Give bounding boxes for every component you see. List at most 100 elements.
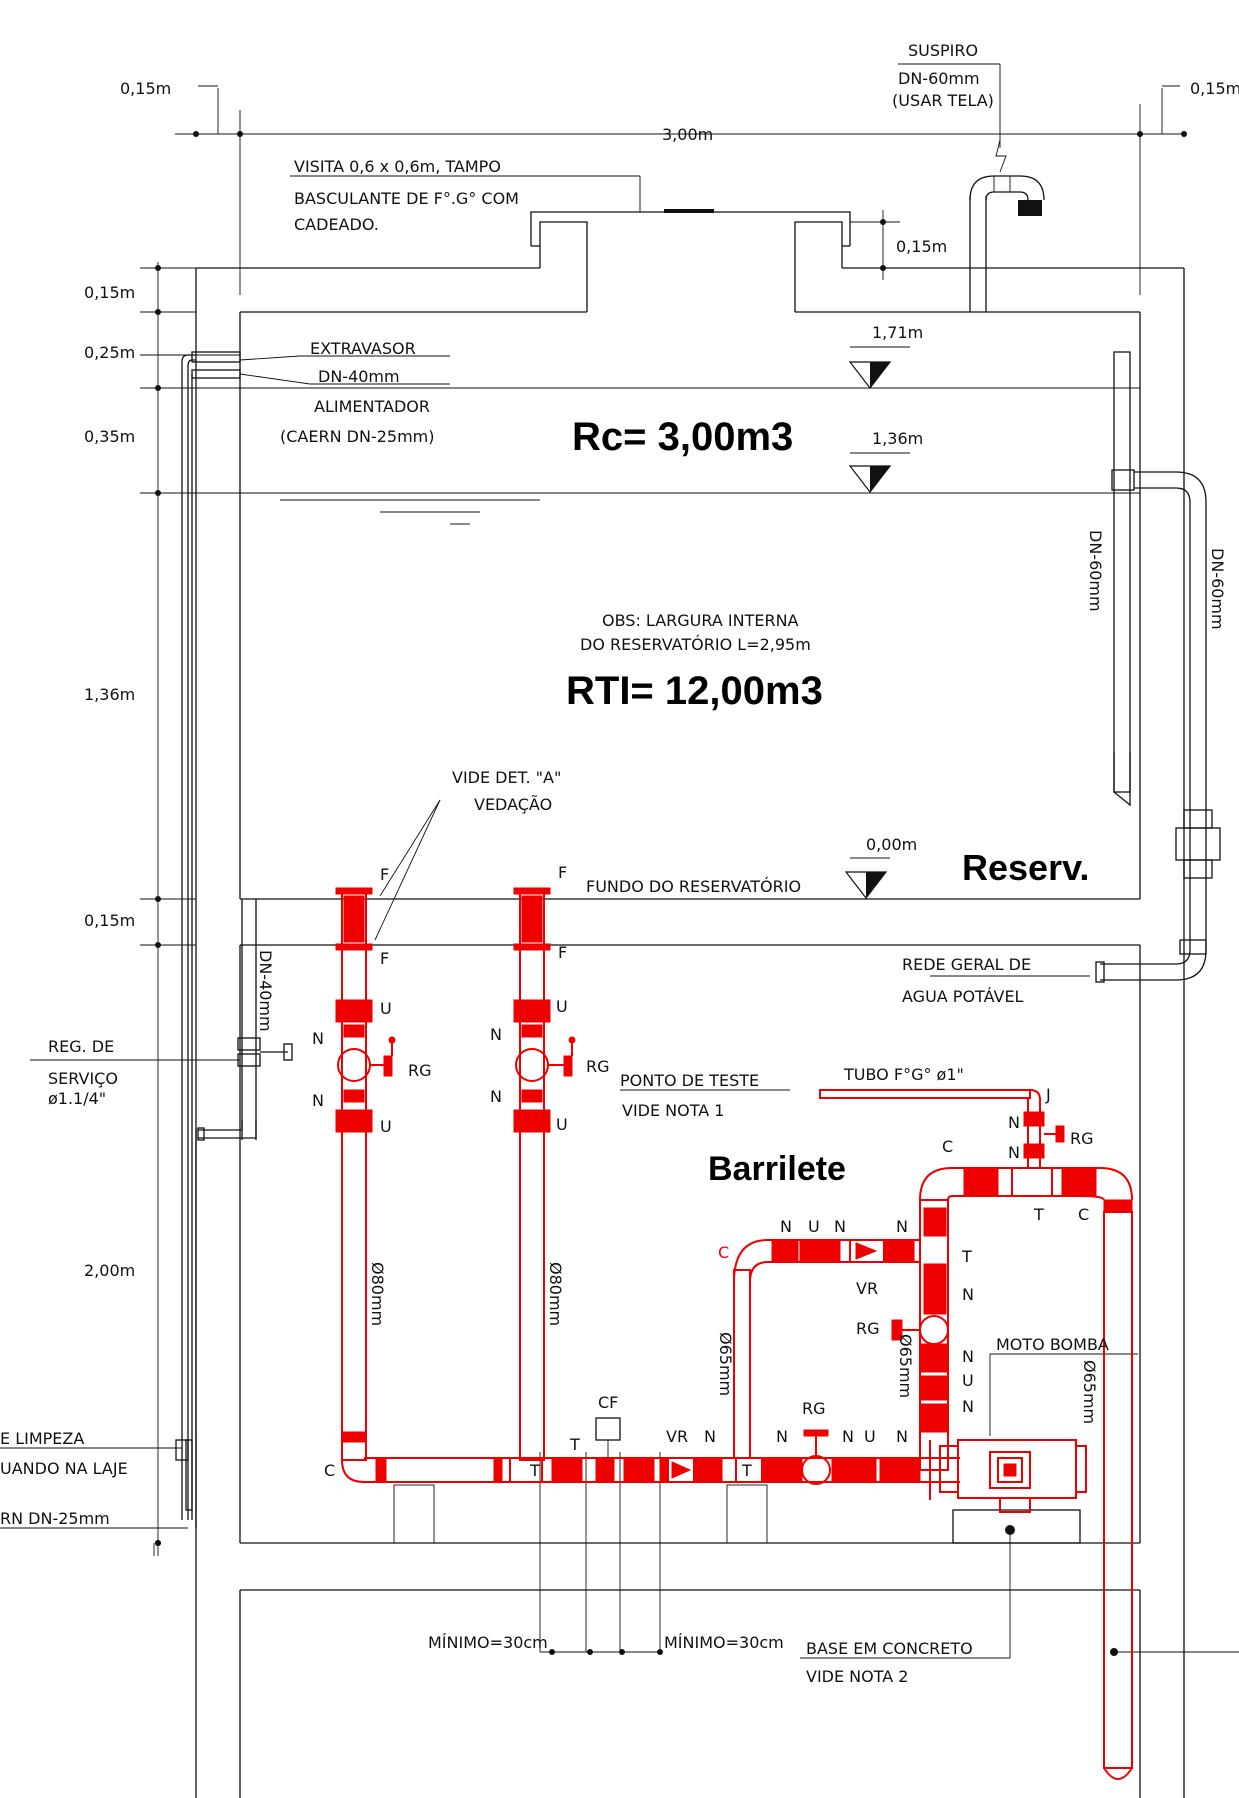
fitting-labels: F F F F U U U U N N N N RG RG J N N RG C… <box>312 863 1094 1480</box>
label-visita-3: CADEADO. <box>294 215 379 234</box>
fitting-t: T <box>569 1435 580 1454</box>
label-tubo: TUBO F°G° ø1" <box>843 1065 964 1084</box>
fitting-n: N <box>312 1029 324 1048</box>
fitting-n: N <box>490 1087 502 1106</box>
label-dn60-outer: DN-60mm <box>1208 548 1227 630</box>
label-suspiro-tela: (USAR TELA) <box>892 91 994 110</box>
label-suspiro: SUSPIRO <box>908 41 978 60</box>
fitting-f: F <box>380 865 389 884</box>
fitting-t: T <box>741 1461 752 1480</box>
fitting-n: N <box>1008 1143 1020 1162</box>
label-limpeza-2: UANDO NA LAJE <box>0 1459 128 1478</box>
label-extravasor-dn: DN-40mm <box>318 367 400 386</box>
fitting-n: N <box>704 1427 716 1446</box>
fitting-c: C <box>1078 1205 1089 1224</box>
label-obs-2: DO RESERVATÓRIO L=2,95m <box>580 635 811 654</box>
fitting-j: J <box>1045 1085 1051 1104</box>
label-obs-1: OBS: LARGURA INTERNA <box>602 611 799 630</box>
label-suspiro-dn: DN-60mm <box>898 69 980 88</box>
label-visita-1: VISITA 0,6 x 0,6m, TAMPO <box>294 157 501 176</box>
fitting-f: F <box>558 863 567 882</box>
black-pipes <box>175 175 1221 1528</box>
structure <box>140 209 1185 1798</box>
label-limpeza-1: E LIMPEZA <box>0 1429 84 1448</box>
label-minimo-left: MÍNIMO=30cm <box>428 1633 548 1652</box>
label-o80-left: Ø80mm <box>368 1262 387 1326</box>
label-rti: RTI= 12,00m3 <box>566 669 823 713</box>
label-o65-left: Ø65mm <box>716 1332 735 1396</box>
fitting-f: F <box>380 949 389 968</box>
dim-top: 0,15m <box>84 283 135 302</box>
fitting-cf: CF <box>598 1393 618 1412</box>
fitting-c: C <box>718 1243 729 1262</box>
dim-bottom: 0,15m <box>84 911 135 930</box>
fitting-rg: RG <box>1070 1129 1094 1148</box>
label-dn40: DN-40mm <box>256 950 275 1032</box>
dim-alimentador: 0,35m <box>84 427 135 446</box>
label-barrilete: Barrilete <box>708 1150 846 1188</box>
label-ponto-1: PONTO DE TESTE <box>620 1071 759 1090</box>
label-fundo: FUNDO DO RESERVATÓRIO <box>586 877 801 896</box>
dim-left-offset: 0,15m <box>120 79 171 98</box>
dim-lid: 0,15m <box>896 237 947 256</box>
label-base-2: VIDE NOTA 2 <box>806 1667 908 1686</box>
level-1-71: 1,71m <box>872 323 923 342</box>
dimension-lines <box>140 85 1187 1556</box>
fitting-t: T <box>1033 1205 1044 1224</box>
label-reg-3: ø1.1/4" <box>48 1089 106 1108</box>
level-markers <box>844 346 910 899</box>
label-extravasor: EXTRAVASOR <box>310 339 416 358</box>
dim-right-offset: 0,15m <box>1190 79 1239 98</box>
dim-extravasor: 0,25m <box>84 343 135 362</box>
label-dn60-inner: DN-60mm <box>1086 530 1105 612</box>
fitting-rg: RG <box>802 1399 826 1418</box>
fitting-n: N <box>962 1347 974 1366</box>
label-o65-center: Ø65mm <box>896 1334 915 1398</box>
fitting-n: N <box>842 1427 854 1446</box>
fitting-c: C <box>942 1137 953 1156</box>
label-visita-2: BASCULANTE DE F°.G° COM <box>294 189 519 208</box>
fitting-n: N <box>780 1217 792 1236</box>
label-moto-bomba: MOTO BOMBA <box>996 1335 1109 1354</box>
label-alimentador: ALIMENTADOR <box>314 397 430 416</box>
fitting-u: U <box>556 1115 568 1134</box>
fitting-u: U <box>962 1371 974 1390</box>
dim-mid: 1,36m <box>84 685 135 704</box>
label-reg-2: SERVIÇO <box>48 1069 118 1088</box>
fitting-rg: RG <box>408 1061 432 1080</box>
fitting-n: N <box>896 1427 908 1446</box>
fitting-f: F <box>558 943 567 962</box>
level-1-36: 1,36m <box>872 429 923 448</box>
leader-lines <box>0 63 1239 1659</box>
fitting-t: T <box>529 1461 540 1480</box>
fitting-n: N <box>962 1285 974 1304</box>
fitting-rg: RG <box>586 1057 610 1076</box>
fitting-n: N <box>834 1217 846 1236</box>
label-o65-right: Ø65mm <box>1080 1360 1099 1424</box>
label-reserv: Reserv. <box>962 847 1089 888</box>
label-minimo-right: MÍNIMO=30cm <box>664 1633 784 1652</box>
fitting-c: C <box>324 1461 335 1480</box>
label-o80-right: Ø80mm <box>546 1262 565 1326</box>
fitting-n: N <box>490 1025 502 1044</box>
fitting-u: U <box>556 997 568 1016</box>
label-rede-1: REDE GERAL DE <box>902 955 1031 974</box>
fitting-u: U <box>808 1217 820 1236</box>
label-rc: Rc= 3,00m3 <box>572 415 793 459</box>
fitting-n: N <box>1008 1113 1020 1132</box>
fitting-n: N <box>776 1427 788 1446</box>
fitting-u: U <box>380 1117 392 1136</box>
fitting-rg: RG <box>856 1319 880 1338</box>
label-vide-1: VIDE DET. "A" <box>452 768 561 787</box>
fitting-u: U <box>380 999 392 1018</box>
fitting-n: N <box>962 1397 974 1416</box>
label-base-1: BASE EM CONCRETO <box>806 1639 973 1658</box>
label-rede-2: AGUA POTÁVEL <box>902 987 1024 1006</box>
fitting-t: T <box>961 1247 972 1266</box>
fitting-vr: VR <box>856 1279 878 1298</box>
label-caern: RN DN-25mm <box>0 1509 110 1528</box>
label-alimentador-dn: (CAERN DN-25mm) <box>280 427 434 446</box>
fitting-n: N <box>896 1217 908 1236</box>
